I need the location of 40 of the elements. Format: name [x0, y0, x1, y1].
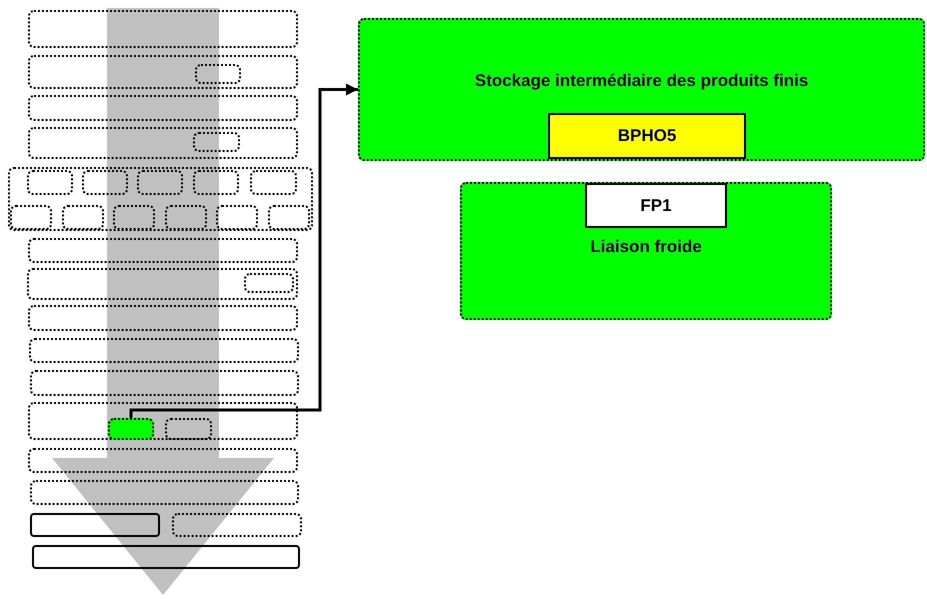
process-box — [137, 170, 183, 195]
process-box — [29, 338, 299, 363]
process-box — [62, 205, 104, 230]
process-box — [172, 513, 302, 537]
process-box — [28, 448, 298, 473]
process-box — [195, 64, 241, 84]
node-title: Liaison froide — [589, 236, 703, 257]
process-box — [244, 273, 294, 293]
process-box — [28, 402, 298, 440]
process-box — [32, 545, 300, 569]
process-box — [165, 205, 207, 230]
process-box — [30, 513, 160, 537]
process-box — [165, 418, 212, 440]
process-box — [27, 170, 73, 195]
process-box — [113, 205, 155, 230]
process-box — [216, 205, 258, 230]
process-box — [28, 55, 298, 89]
process-box — [10, 205, 52, 230]
process-box — [460, 182, 832, 320]
process-box — [193, 170, 239, 195]
process-box — [82, 170, 128, 195]
code-tag: BPHO5 — [548, 113, 746, 159]
process-box — [28, 95, 298, 121]
connector-arrow — [130, 84, 358, 418]
process-box — [30, 370, 299, 396]
process-box — [250, 170, 297, 195]
code-tag: FP1 — [585, 183, 727, 228]
process-box — [108, 418, 154, 440]
process-box — [358, 18, 925, 161]
flow-arrow — [52, 8, 274, 595]
process-box — [8, 167, 313, 231]
process-box — [268, 205, 310, 230]
process-box — [193, 132, 240, 152]
process-box — [28, 10, 298, 48]
process-box — [28, 127, 298, 159]
process-box — [28, 238, 298, 263]
process-box — [30, 480, 299, 505]
process-box — [27, 268, 298, 300]
process-box — [28, 305, 298, 331]
node-title: Stockage intermédiaire des produits finis — [474, 70, 810, 91]
